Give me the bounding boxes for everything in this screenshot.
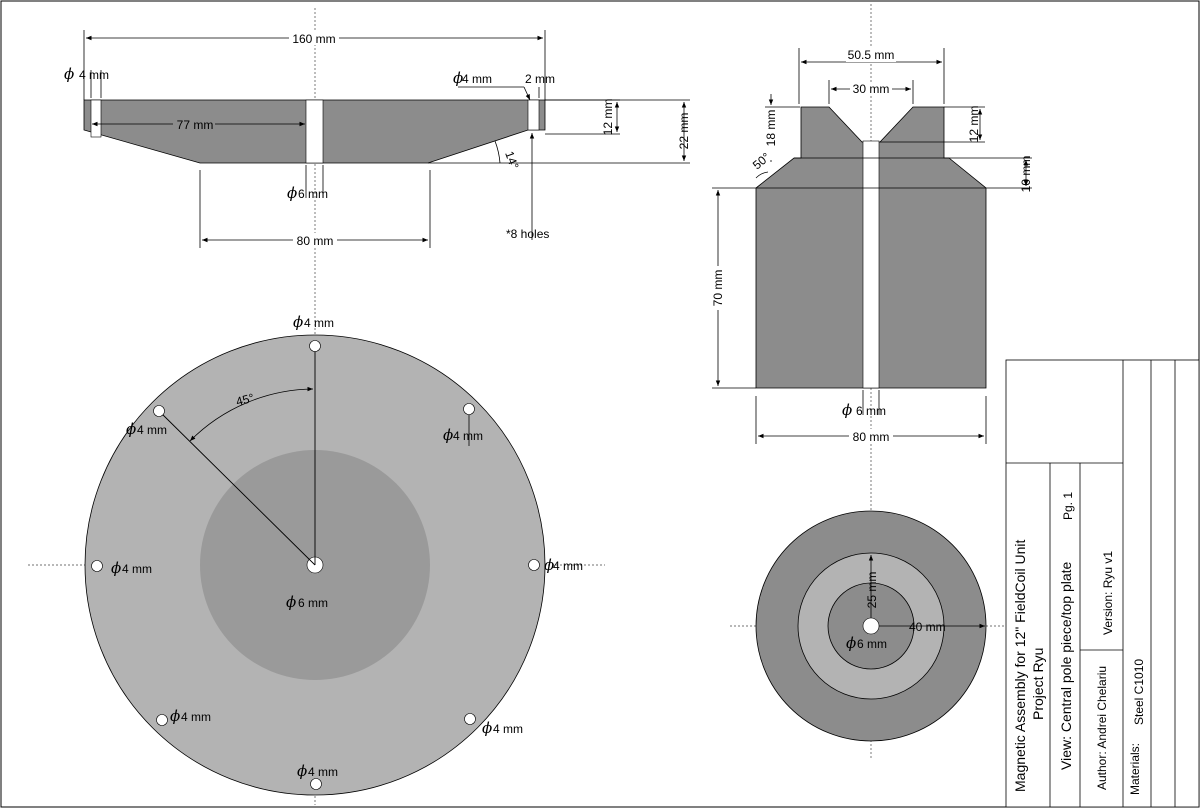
diameter-symbol: ϕ	[64, 65, 74, 83]
dim-angle-45: 45°	[234, 391, 255, 409]
bolt-hole	[153, 405, 165, 417]
dim-bore: 6 mm	[856, 404, 886, 418]
diameter-symbol: ϕ	[453, 69, 463, 87]
dim-label-bg	[293, 233, 337, 247]
hole-label: 4 mm	[453, 429, 483, 443]
hole-label: 4 mm	[181, 710, 211, 724]
dim-top-thickness: 12 mm	[601, 99, 615, 136]
pole-top-center-hole	[862, 617, 880, 635]
plate-side-right-hole	[527, 99, 540, 131]
diameter-symbol: ϕ	[842, 401, 852, 419]
diameter-symbol: ϕ	[126, 420, 136, 438]
pole-top-view: 25 mm 40 mm ϕ 6 mm	[755, 510, 987, 742]
title-line1: Magnetic Assembly for 12" FieldCoil Unit	[1012, 539, 1028, 792]
dim-bottom-width: 80 mm	[297, 234, 334, 248]
hole-label: 4 mm	[304, 316, 334, 330]
diameter-symbol: ϕ	[111, 559, 121, 577]
dim-right-width: 2 mm	[525, 72, 555, 86]
plate-top-view: 45° ϕ 4 mm ϕ 4 mm ϕ 4 mm ϕ 4 mm ϕ 4 mm ϕ…	[84, 313, 583, 796]
plate-side-center-hole	[305, 99, 324, 164]
dim-overall-width: 160 mm	[292, 32, 335, 46]
bolt-hole	[464, 713, 476, 725]
hole-label: 4 mm	[553, 559, 583, 573]
version-label: Version: Ryu v1	[1101, 551, 1115, 635]
title-block: Magnetic Assembly for 12" FieldCoil Unit…	[1005, 359, 1200, 808]
bolt-hole	[91, 560, 103, 572]
bolt-hole	[528, 559, 540, 571]
dim-inner-length: 77 mm	[177, 118, 214, 132]
dim-angle-50: 50°	[750, 150, 773, 173]
dim-label-bg	[846, 48, 896, 62]
dim-label-bg	[850, 82, 892, 96]
diameter-symbol: ϕ	[443, 426, 453, 444]
title-line2: Project Ryu	[1030, 648, 1046, 720]
dim-total-thickness: 22 mm	[677, 113, 691, 150]
dim-hole-dia-right: 4 mm	[462, 72, 492, 86]
dim-radius-inner: 25 mm	[865, 572, 879, 609]
dim-top-width: 50.5 mm	[848, 48, 895, 62]
dim-body-height: 70 mm	[711, 270, 725, 307]
dim-center-hole: 6 mm	[857, 637, 887, 651]
dim-center-hole: 6 mm	[298, 596, 328, 610]
plate-side-view: 160 mm ϕ 4 mm 77 mm ϕ 4 mm 2 mm 12 mm 22…	[64, 30, 691, 248]
dim-outer-hole: 4 mm	[79, 68, 109, 82]
diameter-symbol: ϕ	[544, 556, 554, 574]
diameter-symbol: ϕ	[297, 762, 307, 780]
radius-line-diagonal	[158, 410, 316, 566]
dim-right-height: 12 mm	[967, 106, 981, 143]
dim-label-bg	[711, 266, 725, 310]
dim-label-bg	[173, 117, 215, 131]
bolt-hole	[310, 778, 322, 790]
plate-side-left-hole	[90, 99, 102, 138]
bolt-hole	[463, 403, 475, 415]
hole-label: 4 mm	[493, 722, 523, 736]
view-label: View: Central pole piece/top plate	[1058, 561, 1074, 770]
hole-label: 4 mm	[122, 562, 152, 576]
dim-label-bg	[289, 31, 339, 45]
materials-label: Materials:	[1128, 743, 1142, 795]
dim-inner-width: 30 mm	[853, 82, 890, 96]
dim-base-width: 80 mm	[853, 430, 890, 444]
diameter-symbol: ϕ	[170, 707, 180, 725]
dim-step-height: 10 mm	[1019, 156, 1033, 193]
bolt-hole	[309, 340, 321, 352]
dim-center-hole: 6 mm	[298, 187, 328, 201]
materials-value: Steel C1010	[1132, 659, 1146, 725]
diameter-symbol: ϕ	[286, 593, 296, 611]
hole-label: 4 mm	[308, 765, 338, 779]
diameter-symbol: ϕ	[287, 184, 297, 202]
dim-label-bg	[849, 429, 893, 443]
dim-left-height: 18 mm	[764, 110, 778, 147]
holes-note: *8 holes	[506, 227, 549, 241]
dim-radius-outer: 40 mm	[909, 620, 946, 634]
hole-label: 4 mm	[137, 423, 167, 437]
angle-arc-50	[755, 171, 769, 179]
angle-arc-45	[189, 386, 314, 442]
diameter-symbol: ϕ	[293, 313, 303, 331]
page-label: Pg. 1	[1061, 492, 1075, 520]
diameter-symbol: ϕ	[482, 719, 492, 737]
title-block-frame	[1005, 359, 1200, 808]
pole-side-view: 50.5 mm 30 mm 18 mm 12 mm 50° 10 mm 70 m…	[711, 48, 1033, 444]
dim-angle: 14°	[502, 149, 521, 171]
bolt-hole	[156, 714, 168, 726]
author-label: Author: Andrei Chelariu	[1095, 666, 1109, 790]
pole-side-bore	[862, 140, 880, 389]
diameter-symbol: ϕ	[846, 634, 856, 652]
angle-arc	[494, 140, 501, 164]
dim-leader-arrow	[523, 86, 531, 101]
